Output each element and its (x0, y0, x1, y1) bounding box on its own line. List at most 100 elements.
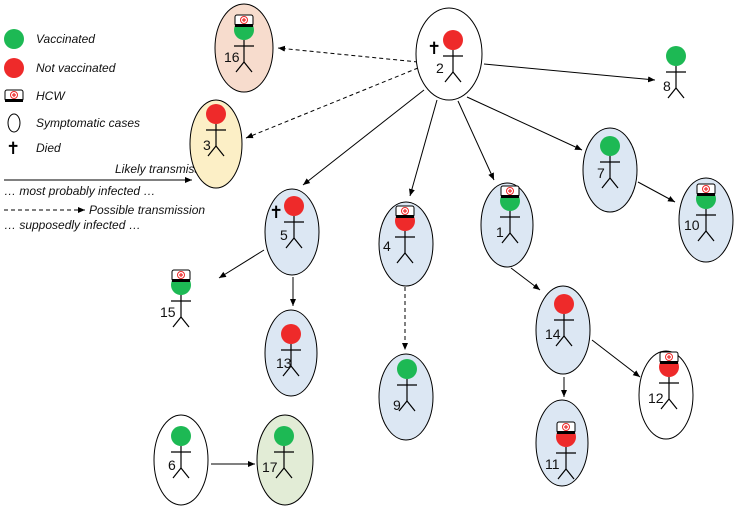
case-5-head-not_vaccinated (284, 196, 304, 216)
case-17-head-vaccinated (274, 426, 294, 446)
case-4-ellipse (378, 201, 434, 287)
legend-died-label: Died (36, 141, 61, 155)
case-12-ellipse (638, 350, 694, 440)
legend-died-icon: ✝ (6, 139, 20, 159)
hcw-cap-icon (234, 14, 254, 27)
legend-possible-note: … supposedly infected … (4, 218, 141, 232)
case-8-head-vaccinated (666, 46, 686, 66)
stick-figure-icon (556, 447, 576, 480)
legend-symptomatic-ellipse (7, 113, 21, 133)
case-number-label: 8 (663, 78, 671, 94)
hcw-cap-icon (171, 269, 191, 282)
legend-hcw-label: HCW (36, 89, 66, 103)
case-13-head-not_vaccinated (281, 324, 301, 344)
case-1-ellipse (480, 182, 534, 268)
stick-figure-icon (696, 209, 716, 242)
transmission-arrow-7-10-likely (637, 181, 676, 203)
legend-likely-label: Likely transmission (115, 162, 217, 176)
case-number-label: 13 (276, 355, 292, 371)
legend-vaccinated-dot (4, 29, 24, 49)
stick-figure-icon (171, 295, 191, 328)
stick-figure-icon (554, 314, 574, 347)
hcw-cap-icon (556, 421, 576, 434)
case-number-label: 5 (280, 227, 288, 243)
case-number-label: 1 (496, 224, 504, 240)
case-2-ellipse (415, 7, 483, 101)
case-2-head-not_vaccinated (443, 30, 463, 50)
stick-figure-icon (397, 379, 417, 412)
hcw-cap-icon (395, 205, 415, 218)
case-2: 2✝ (415, 7, 483, 101)
stick-figure-icon (274, 446, 294, 479)
stick-figure-icon (659, 377, 679, 410)
stick-figure-icon (284, 216, 304, 249)
case-17: 17 (256, 414, 314, 506)
case-number-label: 17 (262, 459, 278, 475)
hcw-cap-icon (500, 185, 520, 198)
case-9: 9 (378, 353, 434, 441)
case-6-head-vaccinated (171, 426, 191, 446)
case-13: 13 (264, 309, 318, 397)
stick-figure-icon (206, 124, 226, 157)
transmission-arrow-14-12-likely (591, 339, 641, 378)
case-7-head-vaccinated (600, 136, 620, 156)
case-number-label: 11 (545, 456, 560, 472)
case-14: 14 (535, 285, 591, 375)
case-number-label: 10 (684, 217, 700, 233)
stick-figure-icon (500, 211, 520, 244)
case-4: 4 (378, 201, 434, 287)
case-9-ellipse (378, 353, 434, 441)
stick-figure-icon (395, 231, 415, 264)
died-cross-icon: ✝ (269, 203, 283, 223)
stick-figure-icon (666, 66, 686, 99)
stick-figure-icon (600, 156, 620, 189)
transmission-arrow-2-1-likely (457, 100, 495, 181)
hcw-cap-icon (696, 183, 716, 196)
stick-figure-icon (443, 50, 463, 83)
case-number-label: 12 (648, 390, 664, 406)
case-17-ellipse (256, 414, 314, 506)
case-9-head-vaccinated (397, 359, 417, 379)
case-5-ellipse (264, 188, 320, 276)
case-number-label: 16 (224, 49, 240, 65)
case-number-label: 2 (436, 60, 444, 76)
transmission-arrow-1-14-likely (510, 267, 541, 291)
legend-not-vaccinated-label: Not vaccinated (36, 61, 116, 75)
hcw-cap-icon (659, 351, 679, 364)
transmission-arrow-2-8-likely (483, 63, 656, 83)
case-7: 7 (582, 127, 638, 213)
transmission-arrow-2-4-likely (409, 99, 438, 197)
case-1: 1 (480, 182, 534, 268)
stick-figure-icon (171, 446, 191, 479)
case-number-label: 9 (393, 397, 401, 413)
case-11: 11 (535, 399, 589, 487)
legend-not-vaccinated-dot (4, 58, 24, 78)
case-number-label: 15 (160, 304, 176, 320)
transmission-arrow-2-16-possible (277, 45, 419, 63)
legend-hcw-cap-icon (4, 89, 24, 102)
case-number-label: 3 (203, 137, 211, 153)
case-12: 12 (638, 350, 694, 440)
case-5: 5✝ (264, 188, 320, 276)
case-number-label: 7 (597, 165, 605, 181)
case-14-ellipse (535, 285, 591, 375)
transmission-arrow-2-7-likely (466, 96, 583, 151)
case-8: 8 (663, 46, 686, 99)
case-16: 16 (214, 3, 274, 93)
case-14-head-not_vaccinated (554, 294, 574, 314)
case-10: 10 (678, 177, 734, 263)
case-3-head-not_vaccinated (206, 104, 226, 124)
case-number-label: 14 (545, 326, 561, 342)
stick-figure-icon (281, 344, 301, 377)
case-15: 15 (160, 269, 191, 328)
legend-likely-note: … most probably infected … (4, 184, 155, 198)
case-3: 3 (189, 99, 243, 189)
transmission-edges (211, 45, 676, 467)
transmission-arrow-2-3-possible (245, 67, 419, 139)
died-cross-icon: ✝ (427, 39, 441, 59)
stick-figure-icon (234, 40, 254, 73)
legend-symptomatic-label: Symptomatic cases (36, 116, 140, 130)
case-6: 6 (153, 414, 209, 506)
legend-possible-label: Possible transmission (89, 203, 205, 217)
